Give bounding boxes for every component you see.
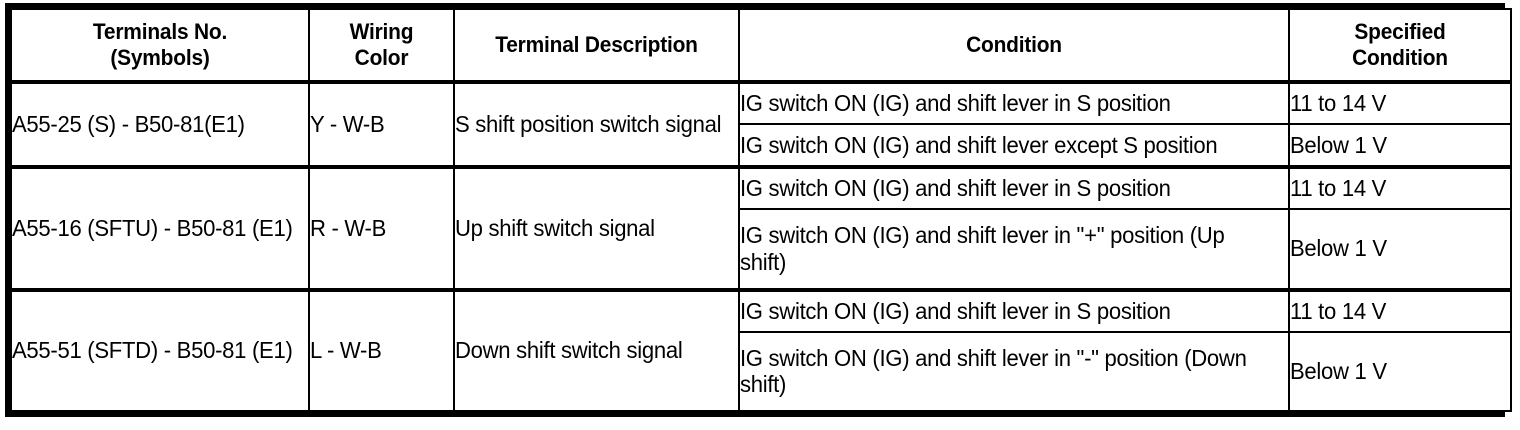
column-header-wiring-color: Wiring Color [311,8,452,83]
header-terminals-line1: Terminals No. [92,19,228,45]
cell-terminal-description: S shift position switch signal [453,80,729,168]
header-specified-line1: Specified [1354,19,1446,45]
header-description: Terminal Description [495,32,698,58]
header-terminals-line2: (Symbols) [110,45,210,70]
cell-specified-condition: 11 to 14 V [1288,164,1504,211]
column-header-terminals-no: Terminals No. (Symbols) [17,8,303,83]
cell-condition: IG switch ON (IG) and shift lever in "-"… [738,330,1268,413]
cell-terminals-no: A55-51 (SFTD) - B50-81 (E1) [10,287,299,413]
column-header-specified-condition: Specified Condition [1293,8,1507,83]
table-body: A55-25 (S) - B50-81(E1) Y - W-B S shift … [10,79,1511,413]
cell-terminal-description: Down shift switch signal [453,287,729,413]
table-row: A55-16 (SFTU) - B50-81 (E1) R - W-B Up s… [10,164,1511,291]
header-wiring-line2: Color [354,45,409,70]
cell-condition: IG switch ON (IG) and shift lever in "+"… [738,208,1268,291]
table-row: A55-51 (SFTD) - B50-81 (E1) L - W-B Down… [10,287,1511,413]
cell-specified-condition: Below 1 V [1288,330,1504,413]
terminal-specification-table: Terminals No. (Symbols) Wiring Color Ter… [10,8,1512,413]
table-row: IG switch ON (IG) and shift lever in "-"… [11,330,1511,413]
column-header-condition: Condition [751,8,1277,83]
column-header-terminal-description: Terminal Description [460,8,733,83]
cell-specified-condition: 11 to 14 V [1288,287,1504,333]
cell-wiring-color: R - W-B [308,164,450,291]
cell-terminal-description: Up shift switch signal [453,164,729,291]
specification-table-container: Terminals No. (Symbols) Wiring Color Ter… [5,3,1512,417]
cell-wiring-color: Y - W-B [308,80,450,168]
table-row: IG switch ON (IG) and shift lever in "+"… [11,208,1511,291]
cell-terminals-no: A55-16 (SFTU) - B50-81 (E1) [10,164,299,291]
table-row: A55-25 (S) - B50-81(E1) Y - W-B S shift … [10,79,1511,168]
cell-condition: IG switch ON (IG) and shift lever in S p… [738,287,1268,333]
cell-condition: IG switch ON (IG) and shift lever in S p… [738,79,1268,126]
table-header: Terminals No. (Symbols) Wiring Color Ter… [11,8,1511,83]
header-row: Terminals No. (Symbols) Wiring Color Ter… [11,8,1511,83]
cell-condition: IG switch ON (IG) and shift lever except… [738,123,1268,168]
cell-specified-condition: Below 1 V [1288,123,1504,168]
header-specified-line2: Condition [1352,45,1448,70]
header-wiring-line1: Wiring [349,19,414,45]
table-row: IG switch ON (IG) and shift lever except… [11,123,1511,168]
cell-specified-condition: 11 to 14 V [1288,79,1504,126]
cell-specified-condition: Below 1 V [1288,208,1504,291]
cell-terminals-no: A55-25 (S) - B50-81(E1) [10,80,299,168]
cell-wiring-color: L - W-B [308,287,450,413]
cell-condition: IG switch ON (IG) and shift lever in S p… [738,164,1268,211]
header-condition: Condition [966,32,1062,58]
